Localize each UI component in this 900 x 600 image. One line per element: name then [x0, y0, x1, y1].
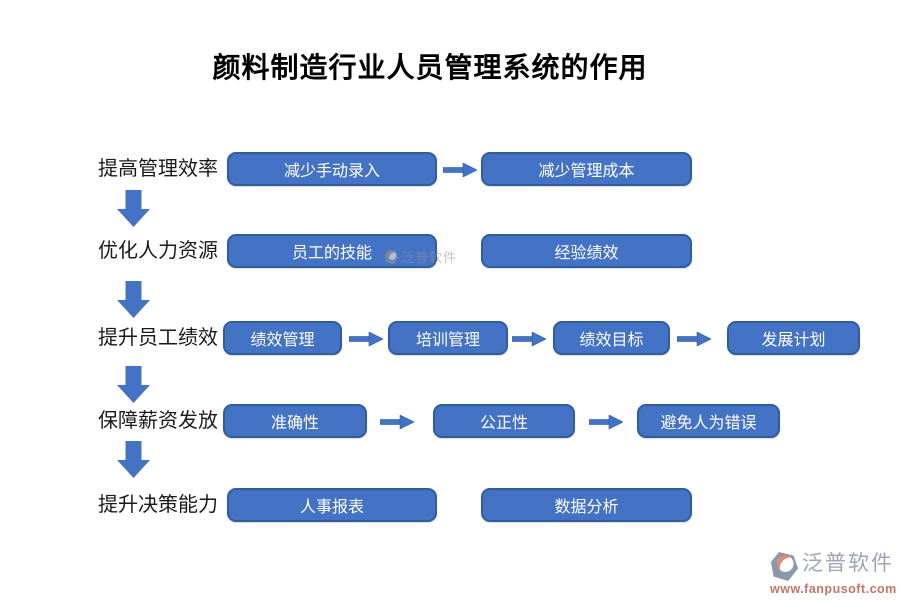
flow-node: 避免人为错误 — [637, 404, 780, 438]
flow-node: 人事报表 — [227, 488, 437, 522]
row-label-decision: 提升决策能力 — [98, 494, 218, 516]
flow-node: 准确性 — [223, 404, 367, 438]
right-arrow-icon — [512, 332, 546, 346]
right-arrow-icon — [349, 332, 383, 346]
down-arrow-icon — [117, 366, 150, 403]
flow-node: 发展计划 — [727, 321, 860, 355]
row-label-payroll: 保障薪资发放 — [98, 410, 218, 432]
flow-node: 减少手动录入 — [227, 152, 437, 186]
row-label-efficiency: 提高管理效率 — [98, 158, 218, 180]
flow-node: 绩效目标 — [553, 321, 670, 355]
flow-node: 数据分析 — [481, 488, 692, 522]
right-arrow-icon — [380, 415, 414, 429]
right-arrow-icon — [677, 332, 711, 346]
page-title: 颜料制造行业人员管理系统的作用 — [212, 52, 648, 83]
footer-brand-text: 泛普软件 — [802, 552, 894, 575]
flow-node: 培训管理 — [388, 321, 508, 355]
flow-node: 员工的技能 — [227, 234, 437, 268]
fanpu-logo-icon — [770, 552, 799, 581]
down-arrow-icon — [117, 190, 150, 227]
footer-url-text: www.fanpusoft.com — [770, 582, 897, 596]
down-arrow-icon — [117, 281, 150, 318]
down-arrow-icon — [117, 441, 150, 478]
right-arrow-icon — [589, 415, 623, 429]
right-arrow-icon — [443, 163, 477, 177]
row-label-hr: 优化人力资源 — [98, 240, 218, 262]
flow-node: 减少管理成本 — [481, 152, 692, 186]
flow-node: 经验绩效 — [481, 234, 692, 268]
footer-logo: 泛普软件 www.fanpusoft.com — [770, 551, 897, 596]
row-label-performance: 提升员工绩效 — [98, 327, 218, 349]
flow-node: 绩效管理 — [223, 321, 342, 355]
flow-node: 公正性 — [433, 404, 575, 438]
